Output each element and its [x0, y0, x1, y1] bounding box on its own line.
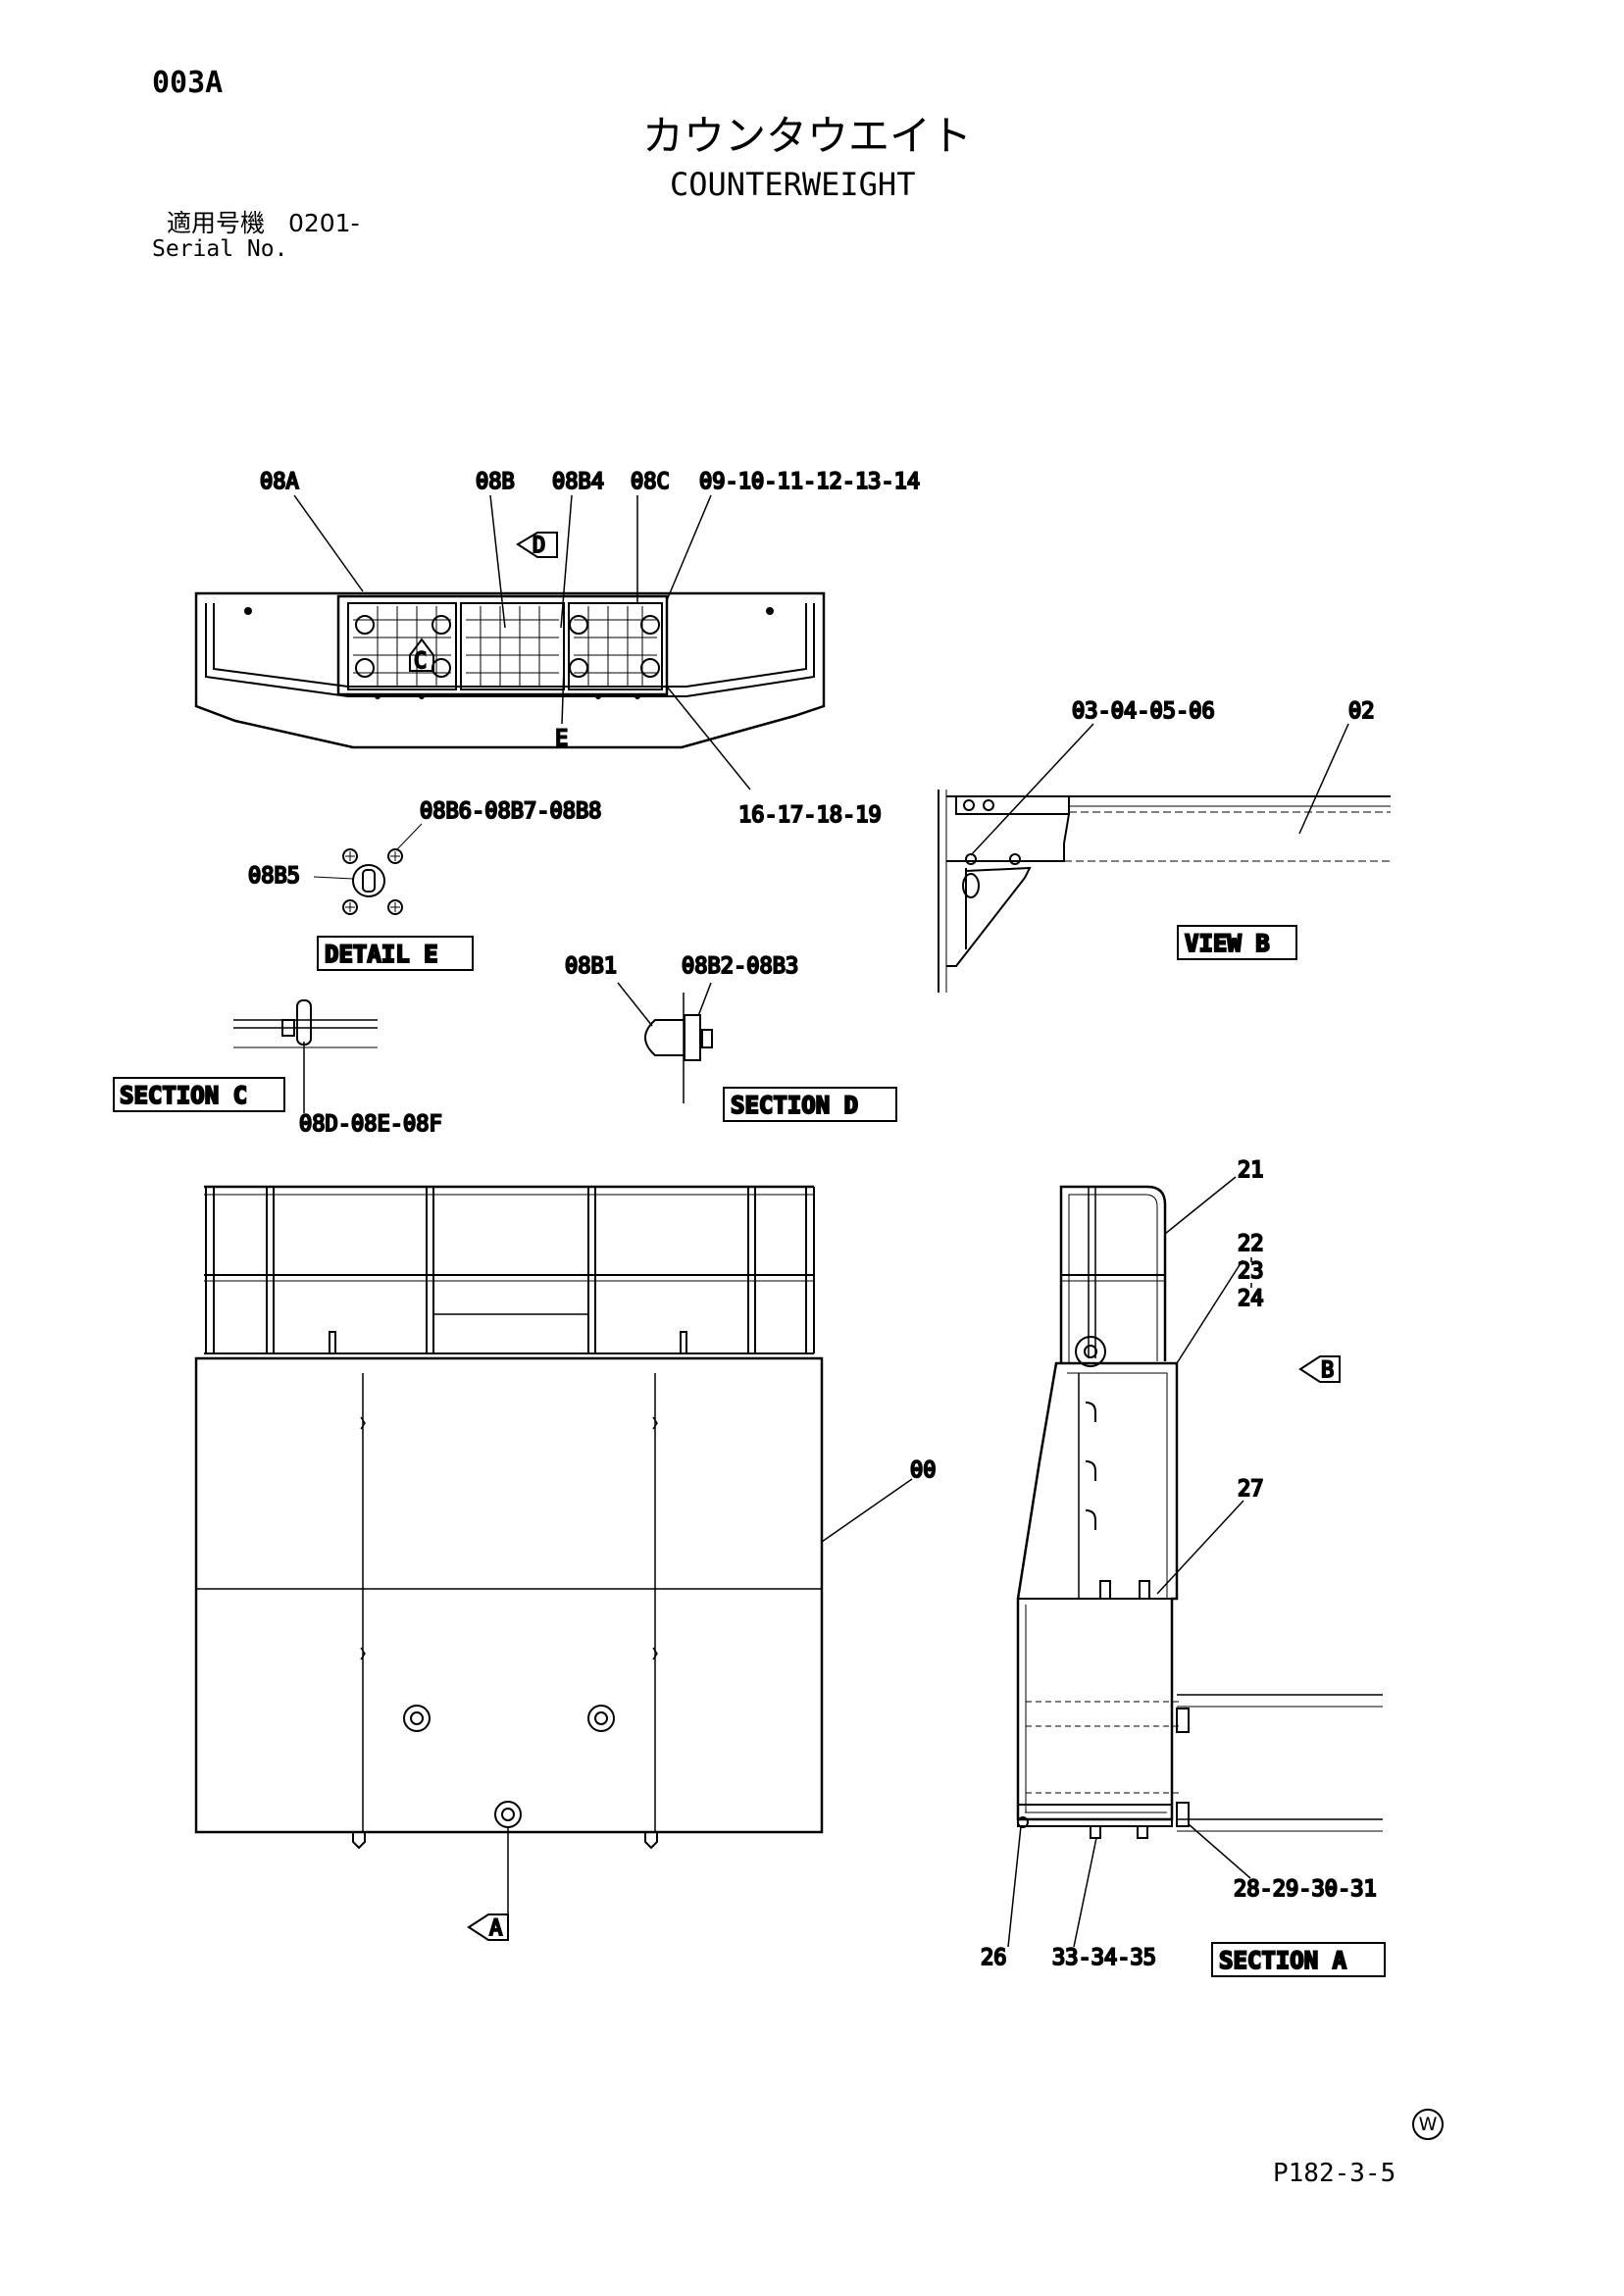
- serial-label-english: Serial No.: [152, 236, 288, 262]
- top-plan-view: C D E 08A 08B 08B4 08C 09-10-11-12-13-14…: [194, 469, 921, 829]
- callout-00: 00: [910, 1458, 937, 1483]
- page-code: 003A: [152, 66, 224, 100]
- view-a-marker: A: [489, 1916, 502, 1941]
- callout-26: 26: [981, 1946, 1007, 1970]
- callout-24: 24: [1238, 1287, 1264, 1311]
- section-a-box: SECTION A: [1219, 1947, 1347, 1974]
- callout-08c: 08C: [631, 470, 670, 494]
- callout-22: 22: [1238, 1232, 1264, 1256]
- callout-08d-08f: 08D-08E-08F: [299, 1112, 442, 1137]
- view-d-marker: D: [533, 534, 545, 558]
- callout-08b1: 08B1: [565, 954, 617, 979]
- callout-21: 21: [1238, 1158, 1264, 1183]
- document-code: P182-3-5: [1273, 2159, 1396, 2188]
- watermark-w-icon: W: [1412, 2109, 1444, 2140]
- section-d: 08B1 08B2-08B3 SECTION D: [564, 953, 897, 1122]
- callout-08b2-08b3: 08B2-08B3: [682, 954, 798, 979]
- callout-08b5: 08B5: [248, 864, 300, 889]
- callout-23: 23: [1238, 1259, 1264, 1284]
- view-c-marker: C: [414, 649, 427, 674]
- title-english: COUNTERWEIGHT: [670, 166, 916, 203]
- serial-label-japanese: 適用号機 0201-: [167, 211, 360, 235]
- detail-e-box: DETAIL E: [325, 941, 438, 968]
- section-c: SECTION C 08D-08E-08F: [113, 999, 443, 1138]
- serial-value: 0201-: [287, 209, 360, 237]
- callout-28-31: 28-29-30-31: [1234, 1877, 1377, 1902]
- callout-08b: 08B: [476, 470, 515, 494]
- view-b: 03-04-05-06 02 VIEW B: [938, 698, 1391, 993]
- callout-08b6-08b8: 08B6-08B7-08B8: [420, 799, 601, 824]
- callout-33-35: 33-34-35: [1052, 1946, 1156, 1970]
- callout-08b4: 08B4: [552, 470, 604, 494]
- view-b-marker: B: [1321, 1358, 1334, 1383]
- callout-08a: 08A: [260, 470, 299, 494]
- section-d-box: SECTION D: [731, 1092, 858, 1119]
- detail-e-marker: E: [555, 727, 568, 751]
- callout-16-19: 16-17-18-19: [738, 803, 882, 828]
- section-c-box: SECTION C: [120, 1082, 247, 1109]
- serial-label-jp: 適用号機: [167, 209, 266, 237]
- callout-27: 27: [1238, 1477, 1264, 1502]
- callout-09-14: 09-10-11-12-13-14: [699, 470, 920, 494]
- front-view: A 00: [194, 1185, 938, 1942]
- section-a: B 21 22 23 24 27 28-29-30-31 26 33-34-35…: [980, 1157, 1386, 1977]
- callout-03-06: 03-04-05-06: [1072, 699, 1215, 724]
- view-b-box: VIEW B: [1185, 930, 1270, 957]
- title-japanese: カウンタウエイト: [642, 112, 973, 160]
- detail-e: 08B6-08B7-08B8 08B5 DETAIL E: [247, 798, 602, 971]
- callout-02: 02: [1348, 699, 1375, 724]
